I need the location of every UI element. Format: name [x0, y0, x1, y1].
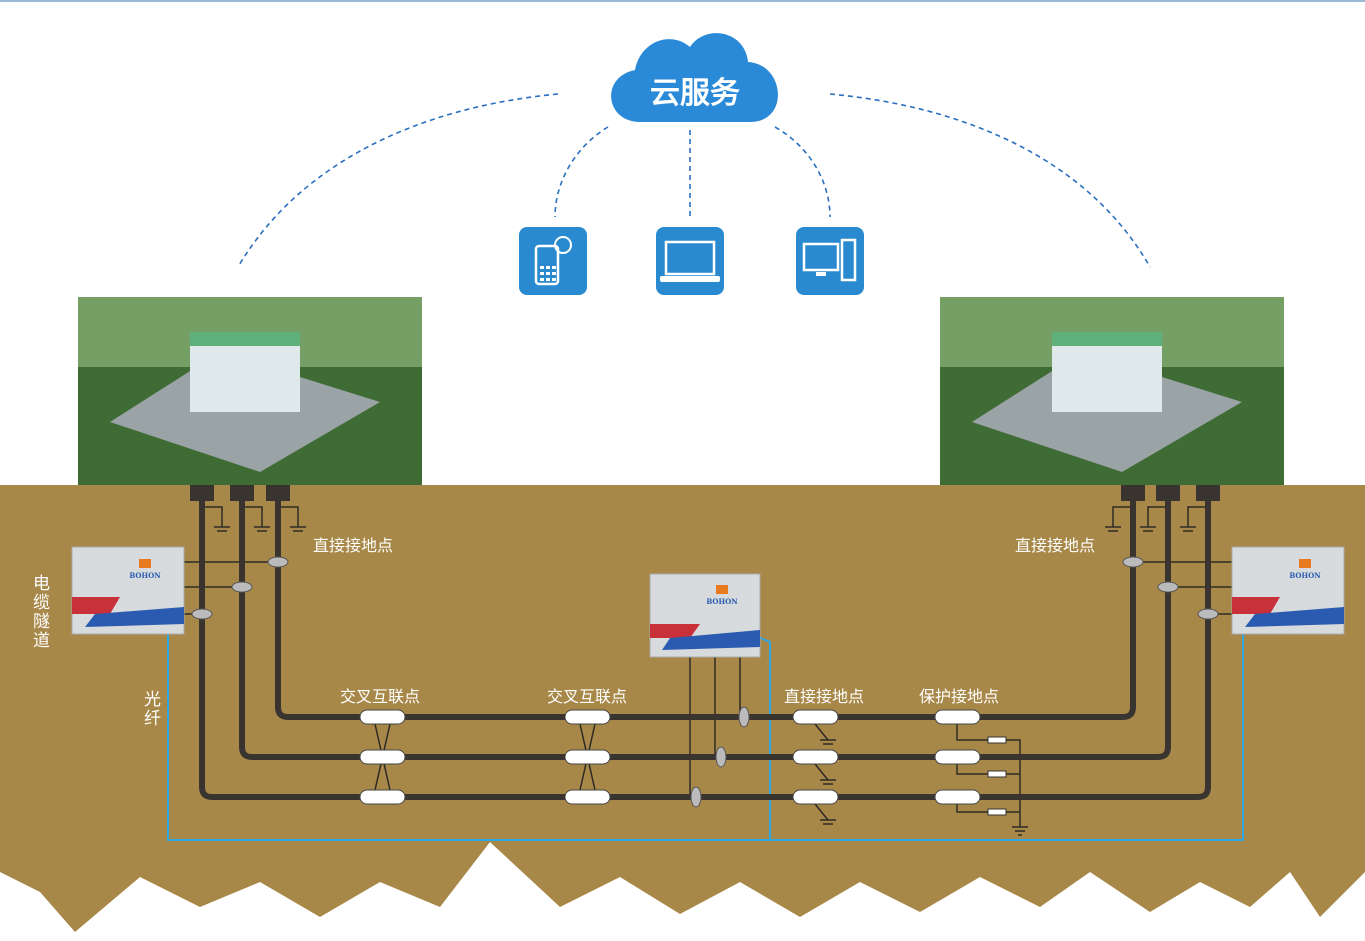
- cloud-service-label: 云服务: [650, 76, 740, 111]
- cable-phase-a: [275, 492, 1136, 720]
- brand-logo-icon: [139, 559, 151, 568]
- laptop-icon[interactable]: [656, 227, 724, 295]
- label-cross-bond-1: 交叉互联点: [340, 687, 421, 706]
- label-direct-ground-left: 直接接地点: [313, 536, 394, 555]
- brand-logo-icon: [716, 585, 728, 594]
- link-left-substation: [237, 93, 559, 268]
- substation-right: [940, 297, 1284, 485]
- cable-phase-b: [239, 492, 1171, 760]
- ground-symbols: [214, 526, 1196, 836]
- substation-left: [78, 297, 422, 485]
- label-direct-ground-right: 直接接地点: [1015, 536, 1096, 555]
- resistors: [987, 736, 1007, 816]
- brand-logo-icon: [1299, 559, 1311, 568]
- link-right-substation: [829, 93, 1151, 268]
- cable-phase-c: [199, 492, 1211, 800]
- label-direct-ground-mid: 直接接地点: [784, 687, 865, 706]
- cable-terminals: [190, 485, 1220, 501]
- power-cables: [199, 492, 1211, 800]
- mobile-phone-icon[interactable]: [519, 227, 587, 295]
- label-fiber: 光纤: [140, 690, 160, 728]
- monitor-device-center[interactable]: BOHON: [649, 573, 761, 658]
- desktop-computer-icon[interactable]: [796, 227, 864, 295]
- current-sensors: [191, 556, 1219, 808]
- cable-joints: [359, 709, 981, 805]
- monitor-device-right[interactable]: BOHON: [1231, 546, 1345, 635]
- device-brand-right: BOHON: [1289, 571, 1321, 580]
- monitor-device-left[interactable]: BOHON: [71, 546, 185, 635]
- cloud-icon: [611, 33, 778, 122]
- device-brand-left: BOHON: [129, 571, 161, 580]
- fiber-optic-line: [167, 632, 1244, 841]
- link-mobile: [554, 126, 609, 218]
- label-cable-tunnel: 电缆隧道: [29, 574, 49, 650]
- soil-ground: [0, 485, 1365, 932]
- link-desktop: [774, 126, 831, 218]
- label-cross-bond-2: 交叉互联点: [547, 687, 628, 706]
- network-links: [237, 93, 1151, 268]
- label-protect-ground: 保护接地点: [919, 687, 1000, 706]
- device-brand-center: BOHON: [706, 597, 738, 606]
